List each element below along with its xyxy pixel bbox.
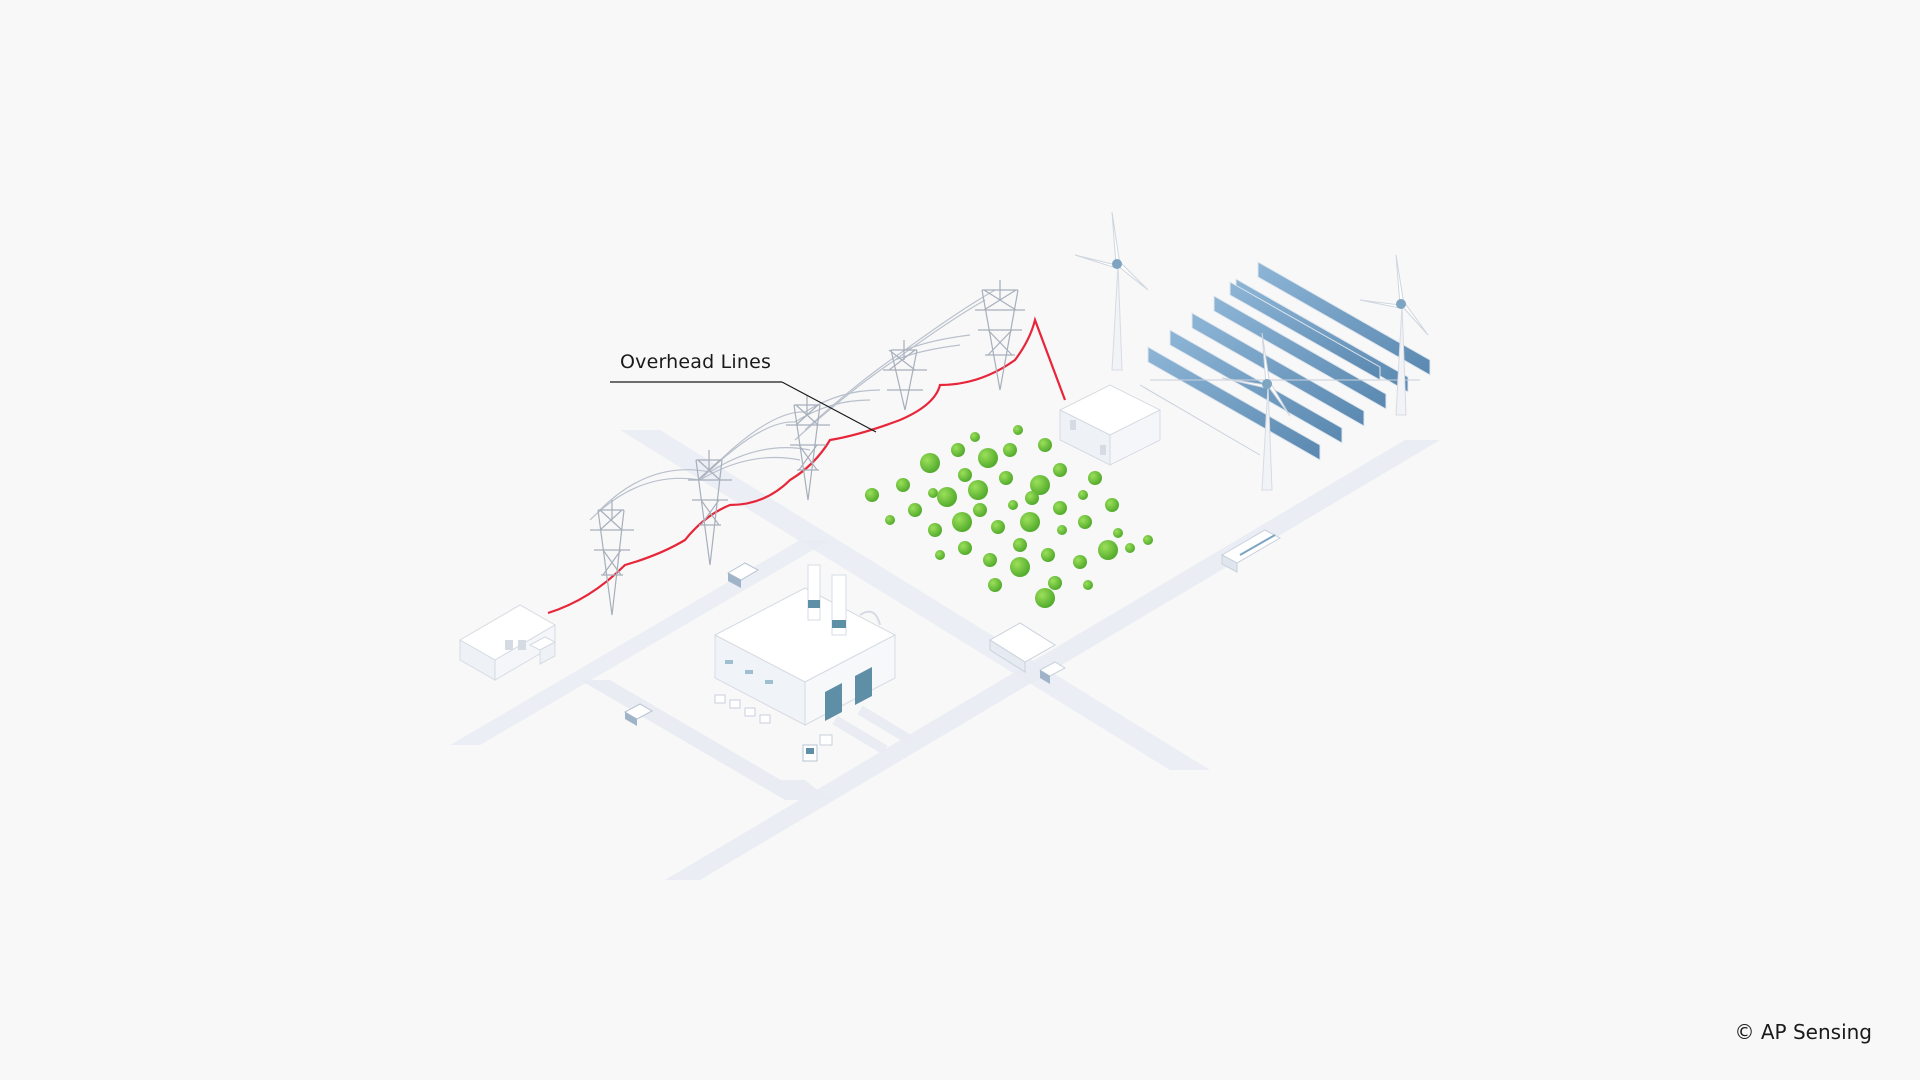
solar-field [1139,261,1431,461]
car-bottom [623,703,654,726]
tower-5 [975,280,1025,391]
overhead-lines-callout [610,381,877,433]
tower-3 [786,395,830,501]
transmission-towers [590,280,1025,616]
left-road [450,540,830,745]
forklift [802,744,818,762]
copyright-text: © AP Sensing [1734,1020,1872,1044]
parking-lines [832,705,913,755]
vehicles [623,529,1282,762]
wind-turbines [1074,211,1429,491]
tower-4 [883,340,927,411]
truck [989,622,1067,684]
wind-turbine-3 [1221,332,1291,491]
overhead-line-highlight [547,316,1067,615]
factory-road-lower [775,780,830,800]
substation-right [1058,384,1162,466]
crates [714,694,833,746]
overhead-lines-label: Overhead Lines [620,351,772,373]
tower-1 [590,500,634,616]
substation-left [459,604,557,681]
car-left [726,562,760,588]
wind-turbine-2 [1359,254,1429,416]
tree-grove [865,425,1153,608]
crossing-road [620,430,1210,770]
overhead-wires [589,289,996,521]
tower-2 [688,450,732,566]
chimney-left [807,564,821,621]
factory-building [713,564,897,726]
bus [1220,529,1282,573]
wind-turbine-1 [1074,211,1149,371]
